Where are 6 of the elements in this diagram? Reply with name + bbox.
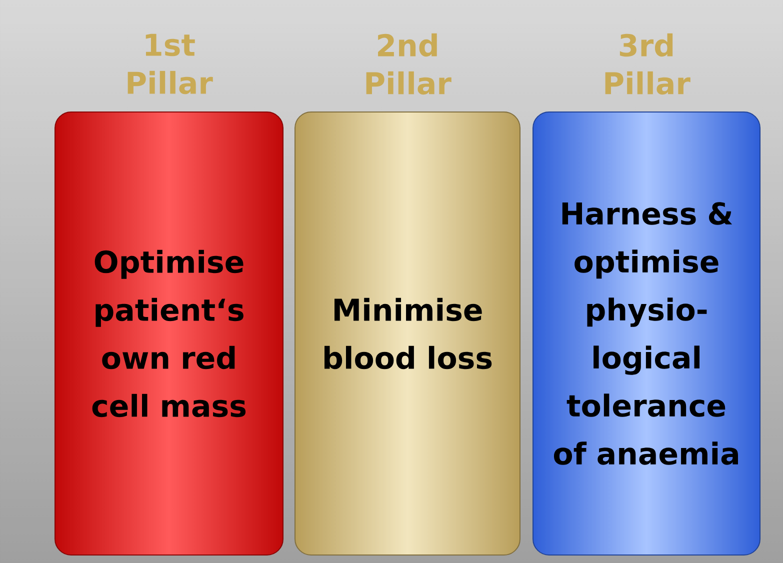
pillar-heading: 1st Pillar [128, 34, 213, 94]
pillar-box: Optimise patient‘s own red cell mass [54, 112, 284, 556]
pillar-heading: 3rd Pillar [605, 33, 690, 95]
pillar-box: Harness & optimise physio-logical tolerance of anaemia [532, 112, 760, 556]
pillar-box: Minimise blood loss [294, 112, 520, 556]
pillar-heading: 2nd Pillar [366, 33, 452, 95]
